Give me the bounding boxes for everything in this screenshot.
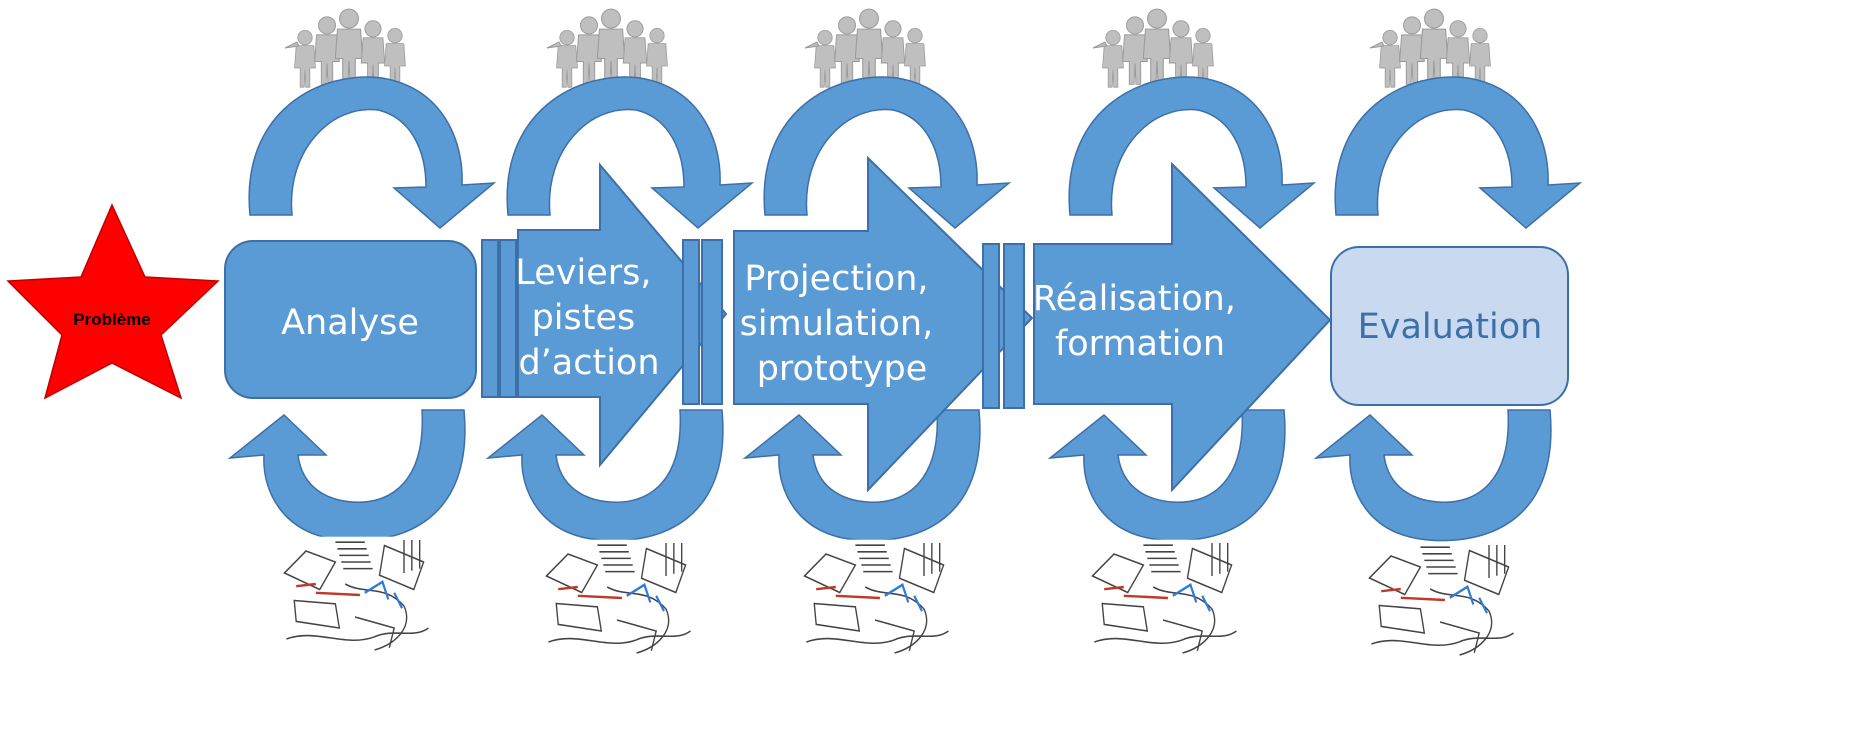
site-sketch-icon xyxy=(1362,540,1518,660)
stage-evaluation-label: Evaluation xyxy=(1358,307,1543,347)
people-group-icon xyxy=(285,9,405,87)
stage-leviers-arrow xyxy=(517,162,728,468)
people-group-icon xyxy=(547,9,667,87)
site-sketch-icon xyxy=(539,538,695,658)
stage-realisation-arrow xyxy=(1033,161,1332,493)
stage-evaluation-box xyxy=(1330,246,1569,406)
people-group-icon xyxy=(805,9,925,87)
stage-analyse-box xyxy=(224,240,477,399)
people-group-icon xyxy=(1370,9,1490,87)
stage-projection-label: Projection, simulation, prototype xyxy=(740,259,945,389)
stage-analyse-label: Analyse xyxy=(281,303,419,343)
stage-leviers-label: Leviers, pistes d’action xyxy=(515,253,662,383)
connector-bars xyxy=(682,239,723,405)
stage-realisation-label: Réalisation, formation xyxy=(1033,279,1247,364)
problem-star xyxy=(6,203,220,400)
problem-label: Problème xyxy=(73,310,150,329)
site-sketch-icon xyxy=(277,535,433,655)
site-sketch-icon xyxy=(797,538,953,658)
people-group-icon xyxy=(1093,9,1213,87)
connector-bars xyxy=(481,239,517,398)
stage-projection-arrow xyxy=(733,155,1034,493)
site-sketch-icon xyxy=(1085,538,1241,658)
connector-bars xyxy=(982,243,1025,409)
